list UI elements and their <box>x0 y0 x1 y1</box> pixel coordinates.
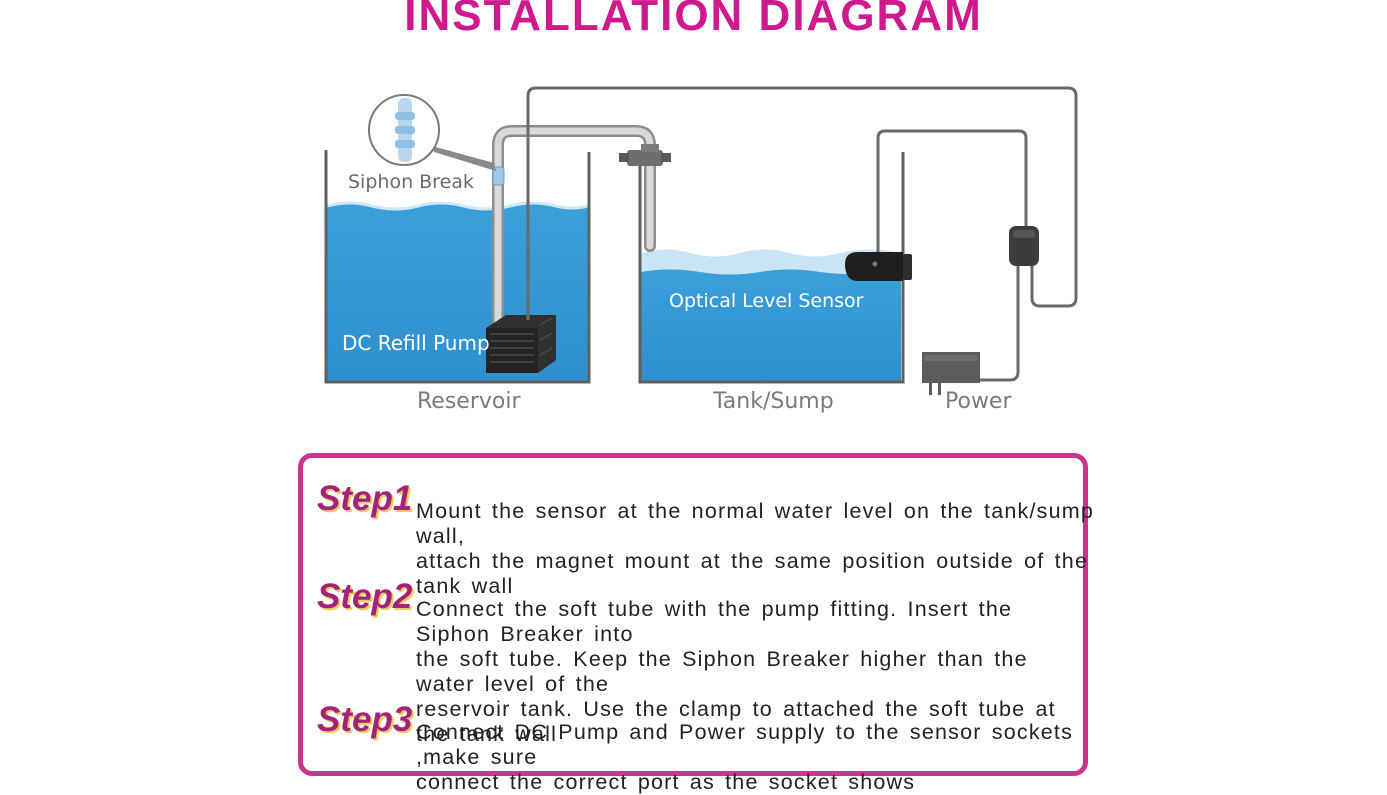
tube-clamp <box>619 144 671 166</box>
instructions-panel: Step1 Mount the sensor at the normal wat… <box>298 453 1093 794</box>
sump-water-foam <box>641 249 901 276</box>
reservoir-wave <box>326 201 589 211</box>
pump-label: DC Refill Pump <box>342 331 490 355</box>
step-1-label: Step1 <box>317 479 413 518</box>
step-3-text: Connect DC Pump and Power supply to the … <box>416 720 1096 795</box>
step-3-label: Step3 <box>317 700 413 739</box>
tank-label: Tank/Sump <box>712 389 834 414</box>
installation-diagram: Siphon Break DC Refill Pump Optical Leve… <box>324 86 1078 414</box>
reservoir-wall <box>324 150 591 384</box>
power-cable <box>980 260 1020 382</box>
sump-water <box>641 269 901 381</box>
pump-cable <box>526 86 1078 320</box>
dc-refill-pump <box>486 315 556 373</box>
step-2-line-2: the soft tube. Keep the Siphon Breaker h… <box>416 647 1028 696</box>
optical-level-sensor <box>845 252 912 281</box>
step-1-text: Mount the sensor at the normal water lev… <box>416 499 1096 599</box>
step-3-line-2: connect the correct port as the socket s… <box>416 770 916 794</box>
reservoir-label: Reservoir <box>417 389 521 414</box>
step-1-line-1: Mount the sensor at the normal water lev… <box>416 499 1095 548</box>
power-label: Power <box>945 389 1012 414</box>
cable-connector <box>1009 226 1039 266</box>
page-title: INSTALLATION DIAGRAM <box>404 0 983 40</box>
sensor-cable <box>876 129 1028 252</box>
sump-tank <box>638 152 905 384</box>
sensor-label: Optical Level Sensor <box>669 290 864 312</box>
power-adapter <box>922 352 980 395</box>
step-2-text: Connect the soft tube with the pump fitt… <box>416 597 1096 747</box>
step-2-label: Step2 <box>317 577 413 616</box>
step-2-line-3: reservoir tank. Use the clamp to attache… <box>416 697 1056 746</box>
step-2-line-1: Connect the soft tube with the pump fitt… <box>416 597 1013 646</box>
step-3-line-1: Connect DC Pump and Power supply to the … <box>416 720 1074 769</box>
step-1-line-2: attach the magnet mount at the same posi… <box>416 549 1089 598</box>
siphon-break-label: Siphon Break <box>348 171 474 193</box>
siphon-break <box>368 94 505 186</box>
soft-tube-inner <box>494 127 654 334</box>
